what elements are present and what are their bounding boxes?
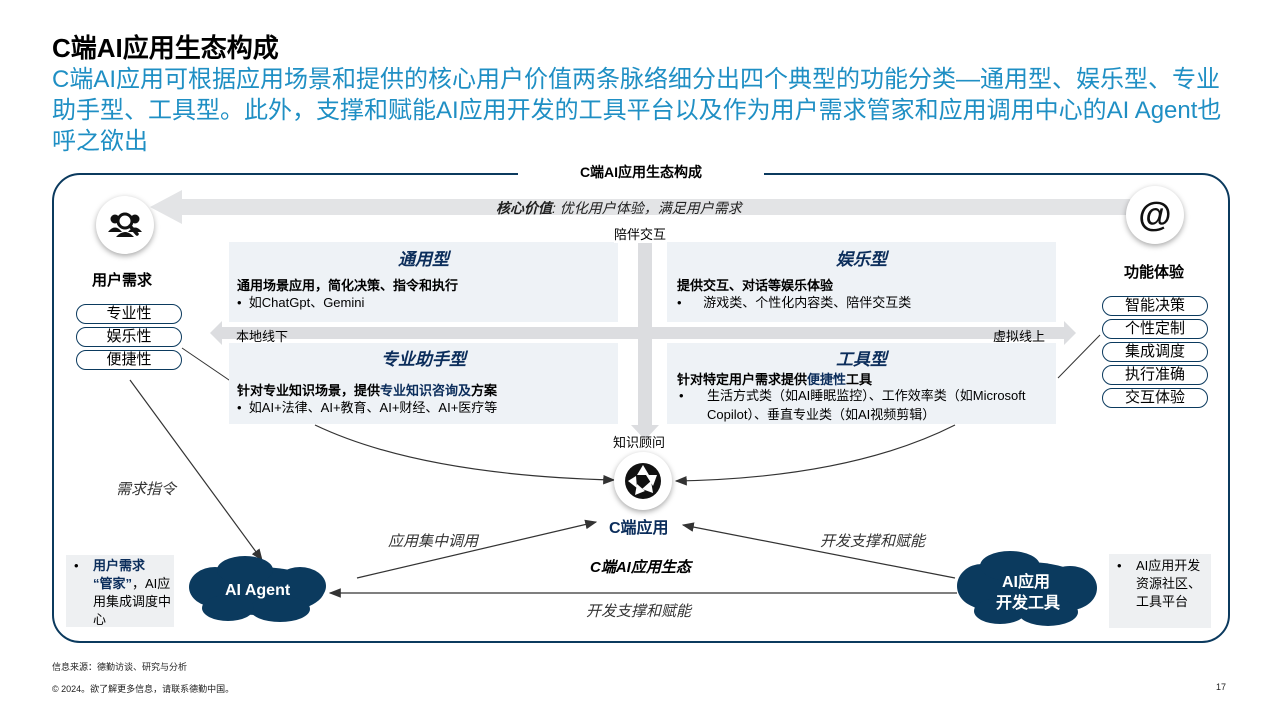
user-needs-pill-entertainment: 娱乐性 (76, 327, 182, 347)
quadrant-tool: 工具型 针对特定用户需求提供便捷性工具 • 生活方式类（如AI睡眠监控）、工作效… (667, 343, 1056, 424)
devtools-label-line2: 开发工具 (996, 595, 1061, 612)
function-exp-pill-accuracy: 执行准确 (1102, 365, 1208, 385)
quadrant-general-bullet-text: 如ChatGpt、Gemini (248, 295, 365, 310)
at-icon: @ (1138, 196, 1172, 234)
function-exp-pill-custom: 个性定制 (1102, 319, 1208, 339)
tool-head-a: 针对特定用户需求提供 (677, 372, 808, 387)
user-needs-pill-convenience: 便捷性 (76, 350, 182, 370)
quadrant-entertainment-title: 娱乐型 (836, 250, 887, 269)
core-value-rest: : 优化用户体验，满足用户需求 (552, 200, 742, 216)
center-app-label: C端应用 (609, 520, 669, 537)
quadrant-tool-bullet: • 生活方式类（如AI睡眠监控）、工作效率类（如Microsoft Copilo… (677, 386, 1047, 424)
user-needs-pill-professional: 专业性 (76, 304, 182, 324)
edge-central-call: 应用集中调用 (388, 533, 479, 550)
function-exp-pill-interaction: 交互体验 (1102, 388, 1208, 408)
devtools-label-line1: AI应用 (1001, 574, 1050, 591)
quadrant-tool-title: 工具型 (836, 350, 887, 369)
quadrant-professional-bullet: • 如AI+法律、AI+教育、AI+财经、AI+医疗等 (237, 400, 498, 415)
quadrant-entertainment-bullet: • 游戏类、个性化内容类、陪伴交互类 (677, 295, 912, 310)
edge-dev-support-top: 开发支撑和赋能 (820, 533, 926, 550)
ai-agent-label: AI Agent (225, 582, 291, 599)
aperture-icon (625, 463, 661, 499)
devtools-label: AI应用 开发工具 (996, 572, 1060, 614)
quadrant-professional-title: 专业助手型 (381, 350, 466, 369)
devtools-cloud (957, 551, 1097, 626)
curve-right-to-center (674, 424, 956, 486)
center-app-icon-circle (614, 452, 672, 510)
devtools-note: • AI应用开发资源社区、工具平台 (1109, 554, 1211, 628)
professional-head-b: 方案 (471, 383, 498, 398)
agent-to-center-arrow (356, 519, 598, 579)
axis-top-label: 陪伴交互 (614, 224, 667, 243)
edge-dev-support-bottom: 开发支撑和赋能 (586, 603, 692, 620)
bullet-dot: • (74, 558, 79, 573)
professional-head-a: 针对专业知识场景，提供 (237, 383, 381, 398)
function-exp-connector (1057, 334, 1101, 379)
bullet-dot: • (679, 388, 684, 403)
bullet-dot: • (1117, 558, 1122, 573)
quadrant-entertainment-bullet-text: 游戏类、个性化内容类、陪伴交互类 (703, 295, 912, 310)
ai-agent-note: • 用户需求 “管家”，AI应用集成调度中心 (66, 555, 174, 627)
quadrant-entertainment-head: 提供交互、对话等娱乐体验 (677, 278, 834, 293)
tool-head-b: 工具 (846, 372, 873, 387)
ai-agent-cloud (189, 556, 326, 622)
curve-left-to-center (314, 424, 616, 485)
demand-command-arrow (129, 379, 263, 561)
function-exp-pill-integration: 集成调度 (1102, 342, 1208, 362)
user-needs-label: 用户需求 (92, 272, 153, 289)
axis-right-label: 虚拟线上 (993, 329, 1046, 344)
axis-left-label: 本地线下 (236, 329, 289, 344)
quadrant-professional-head: 针对专业知识场景，提供专业知识咨询及方案 (237, 380, 497, 399)
quadrant-general: 通用型 通用场景应用，简化决策、指令和执行 • 如ChatGpt、Gemini (229, 242, 618, 322)
horizontal-axis-arrow (210, 321, 1076, 345)
quadrant-tool-bullet-text: 生活方式类（如AI睡眠监控）、工作效率类（如Microsoft Copilot）… (707, 388, 1026, 422)
quadrant-entertainment: 娱乐型 提供交互、对话等娱乐体验 • 游戏类、个性化内容类、陪伴交互类 (667, 242, 1056, 322)
quadrant-general-head: 通用场景应用，简化决策、指令和执行 (237, 278, 459, 293)
ecosystem-label: C端AI应用生态 (590, 559, 691, 576)
core-value-bold: 核心价值 (496, 200, 552, 216)
devtools-to-center-arrow (681, 522, 956, 579)
user-needs-icon-circle (96, 196, 154, 254)
devtools-note-text: AI应用开发资源社区、工具平台 (1136, 558, 1202, 609)
function-exp-icon-circle: @ (1126, 186, 1184, 244)
page-number: 17 (1216, 682, 1227, 692)
quadrant-tool-head: 针对特定用户需求提供便捷性工具 (677, 369, 872, 388)
axis-bottom-label: 知识顾问 (613, 435, 666, 450)
ai-agent-note-text: 用户需求 “管家”，AI应用集成调度中心 (93, 557, 173, 629)
function-exp-label: 功能体验 (1124, 264, 1185, 281)
tool-head-highlight: 便捷性 (807, 372, 847, 387)
slide-title: C端AI应用生态构成 (52, 33, 279, 63)
edge-demand-command: 需求指令 (116, 481, 177, 498)
professional-head-highlight: 专业知识咨询及 (380, 383, 472, 398)
ai-agent-note-bold-2: “管家” (93, 576, 133, 591)
core-value-text: 核心价值: 优化用户体验，满足用户需求 (496, 198, 742, 218)
ai-agent-note-bold-1: 用户需求 (93, 558, 146, 573)
footer-copyright: © 2024。欲了解更多信息，请联系德勤中国。 (52, 684, 235, 694)
footer-source: 信息来源：德勤访谈、研究与分析 (52, 662, 188, 672)
function-exp-pill-decision: 智能决策 (1102, 296, 1208, 316)
quadrant-professional-bullet-text: 如AI+法律、AI+教育、AI+财经、AI+医疗等 (248, 400, 498, 415)
frame-title: C端AI应用生态构成 (518, 161, 764, 183)
quadrant-professional: 专业助手型 针对专业知识场景，提供专业知识咨询及方案 • 如AI+法律、AI+教… (229, 343, 618, 424)
user-group-icon (108, 212, 142, 237)
ai-agent-note-rest: ，AI应用集成调度中心 (93, 576, 172, 627)
core-value-arrow (150, 190, 1130, 224)
slide-subtitle: C端AI应用可根据应用场景和提供的核心用户价值两条脉络细分出四个典型的功能分类—… (52, 66, 1222, 155)
quadrant-general-title: 通用型 (398, 250, 449, 269)
user-needs-connector (181, 347, 233, 383)
quadrant-general-bullet: • 如ChatGpt、Gemini (237, 295, 365, 310)
